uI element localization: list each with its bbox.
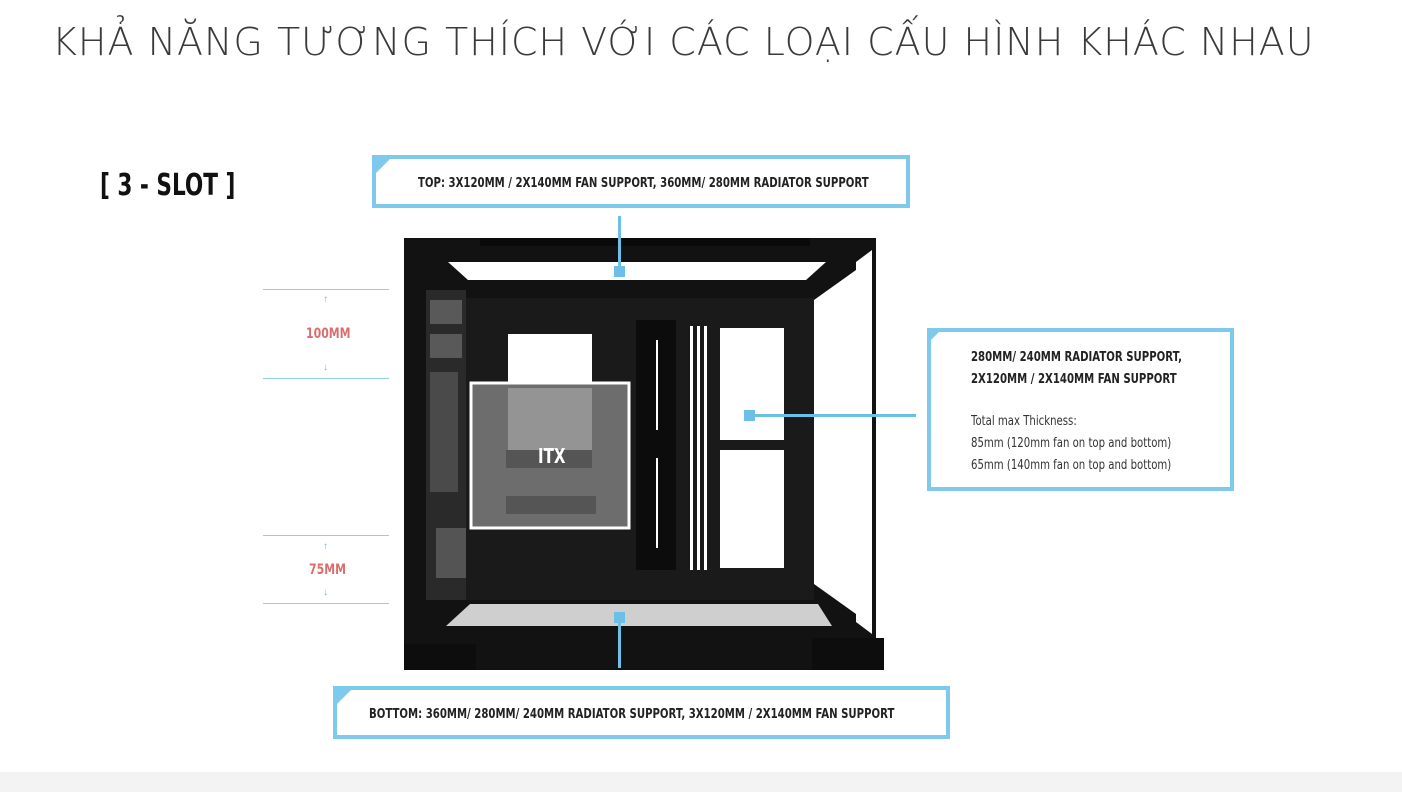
right-connector-line	[750, 414, 916, 417]
callout-corner	[927, 328, 943, 344]
itx-board-slot	[506, 450, 592, 468]
dimension-line	[263, 378, 389, 379]
arrow-up-icon: ↑	[323, 541, 328, 552]
fan-bracket-marks	[656, 340, 658, 548]
case-bottom-mesh	[446, 604, 832, 626]
dimension-line	[263, 535, 389, 536]
arrow-down-icon: ↓	[323, 362, 328, 373]
dimension-line	[263, 603, 389, 604]
cable-management-bars	[690, 326, 707, 570]
top-callout: TOP: 3X120MM / 2X140MM FAN SUPPORT, 360M…	[372, 155, 910, 208]
case-foot-left	[404, 644, 476, 670]
page-title: KHẢ NĂNG TƯƠNG THÍCH VỚI CÁC LOẠI CẤU HÌ…	[52, 20, 1315, 64]
callout-corner	[372, 155, 394, 177]
right-callout-body: 85mm (120mm fan on top and bottom)	[971, 436, 1172, 451]
arrow-up-icon: ↑	[323, 294, 328, 305]
tray-cutout-top	[508, 334, 592, 382]
case-right-window	[856, 250, 872, 634]
tray-cutout-right-upper	[720, 328, 784, 440]
top-callout-text: TOP: 3X120MM / 2X140MM FAN SUPPORT, 360M…	[418, 176, 869, 191]
right-callout-body: Total max Thickness:	[971, 414, 1077, 429]
dimension-upper-label: 100MM	[306, 326, 351, 342]
bottom-connector-line	[618, 616, 621, 668]
bottom-callout-text: BOTTOM: 360MM/ 280MM/ 240MM RADIATOR SUP…	[369, 707, 895, 722]
case-top-bar	[480, 238, 810, 246]
top-connector-dot	[614, 266, 625, 277]
tray-cutout-right-lower	[720, 450, 784, 568]
slot-label: [ 3 - SLOT ]	[100, 168, 236, 203]
dimension-lower-label: 75MM	[309, 562, 346, 578]
right-callout: 280MM/ 240MM RADIATOR SUPPORT, 2X120MM /…	[927, 328, 1234, 491]
dimension-line	[263, 289, 389, 290]
itx-label: ITX	[538, 444, 566, 468]
itx-board-slot	[506, 496, 596, 514]
case-left-vent-holes	[430, 300, 466, 578]
bottom-callout: BOTTOM: 360MM/ 280MM/ 240MM RADIATOR SUP…	[333, 686, 950, 739]
arrow-down-icon: ↓	[323, 587, 328, 598]
right-callout-line1: 280MM/ 240MM RADIATOR SUPPORT,	[971, 350, 1182, 365]
case-top-opening	[448, 262, 826, 280]
top-connector-line	[618, 216, 621, 270]
bottom-connector-dot	[614, 612, 625, 623]
right-connector-dot	[744, 410, 755, 421]
footer-band	[0, 772, 1402, 792]
case-side-window	[814, 270, 856, 614]
case-foot-right	[812, 638, 884, 670]
right-callout-line2: 2X120MM / 2X140MM FAN SUPPORT	[971, 372, 1177, 387]
callout-corner	[333, 686, 355, 708]
right-callout-body: 65mm (140mm fan on top and bottom)	[971, 458, 1172, 473]
